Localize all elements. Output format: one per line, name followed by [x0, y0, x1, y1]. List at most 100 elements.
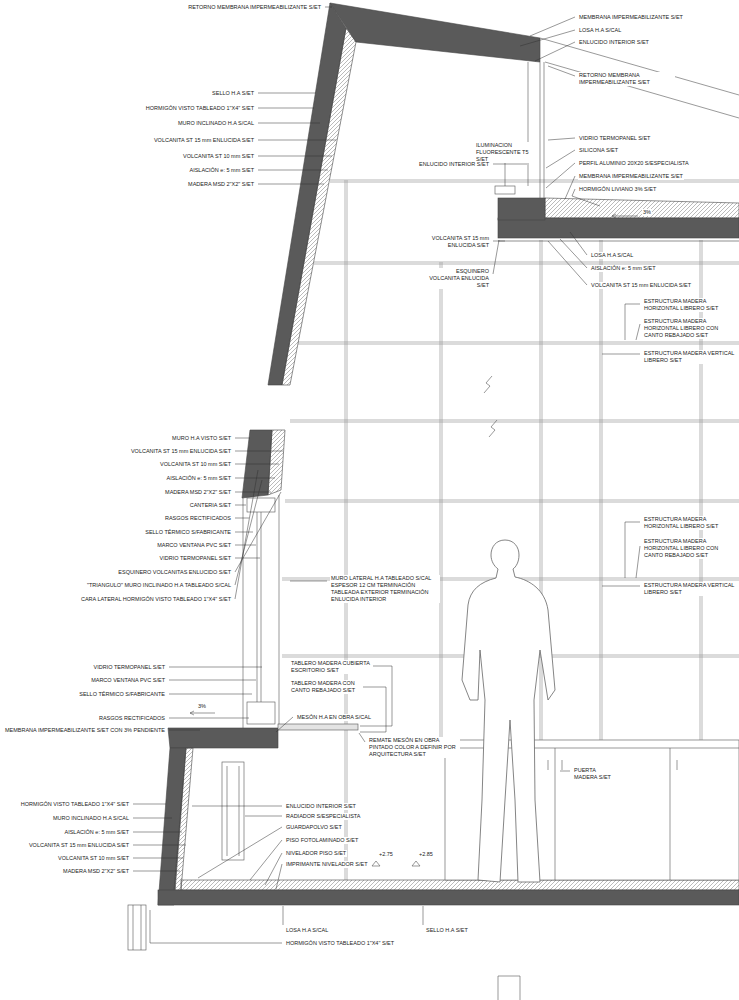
- callout-label: MURO INCLINADO H.A S/CAL: [52, 815, 130, 822]
- callout-label: MADERA MSD 2"X2" S/ET: [62, 868, 130, 875]
- step-outline: [498, 976, 520, 1000]
- lamp: [495, 186, 515, 194]
- light-concrete: [545, 198, 739, 218]
- callout-label: MADERA MSD 2"X2" S/ET: [187, 181, 255, 188]
- shelf-grid: [282, 180, 739, 880]
- callout-label: MURO INCLINADO H.A S/CAL: [177, 120, 255, 127]
- callout-label: ESTRUCTURA MADERA HORIZONTAL LIBRERO CON…: [643, 318, 737, 339]
- callout-label: MURO LATERAL H.A TABLEADO S/CAL ESPESOR …: [330, 575, 440, 603]
- callout-label: RETORNO MEMBRANA IMPERMEABILIZANTE S/ET: [187, 4, 322, 11]
- callout-label: MEMBRANA IMPERMEABILIZANTE S/ET: [578, 173, 684, 180]
- callout-label: MARCO VENTANA PVC S/ET: [156, 542, 232, 549]
- details: [128, 38, 739, 1000]
- callout-label: VOLCANITA ST 10 mm S/ET: [182, 153, 255, 160]
- callout-label: SELLO TÉRMICO S/FABRICANTE: [144, 529, 232, 536]
- window-jamb: [243, 495, 279, 728]
- callout-label: VOLCANITA ST 15 mm ENLUCIDA S/ET: [130, 448, 232, 455]
- callout-label: 3%: [642, 209, 652, 216]
- callout-label: VOLCANITA ST 10 mm S/ET: [57, 855, 130, 862]
- callout-label: RETORNO MEMBRANA IMPERMEABILIZANTE S/ET: [578, 72, 675, 86]
- floor-slab: [158, 890, 739, 905]
- callout-label: MADERA MSD 2"X2" S/ET: [164, 489, 232, 496]
- slab-finish: [498, 241, 739, 242]
- callout-label: PISO FOTOLAMINADO S/ET: [285, 837, 359, 844]
- callout-label: LOSA H.A S/CAL: [590, 252, 634, 259]
- callout-label: HORMIGÓN LIVIANO 3% S/ET: [578, 186, 657, 193]
- callout-label: LOSA H.A S/CAL: [578, 27, 622, 34]
- radiator: [222, 762, 244, 860]
- callout-label: ESQUINERO VOLCANITA ENLUCIDA S/ET: [426, 268, 490, 289]
- callout-label: +2.75: [378, 851, 394, 858]
- skylight-line: [540, 38, 739, 118]
- callout-label: SILICONA S/ET: [578, 147, 619, 154]
- callout-label: PUERTA MADERA S/ET: [573, 767, 615, 781]
- callout-label: ILUMINACION FLUORESCENTE T5 S/ET: [475, 142, 532, 163]
- insulation-layer: [174, 748, 193, 890]
- callout-label: ESTRUCTURA MADERA HORIZONTAL LIBRERO S/E…: [643, 516, 737, 530]
- callout-label: RASGOS RECTIFICADOS: [164, 515, 232, 522]
- level-mark: [372, 861, 420, 866]
- window-frame: [128, 905, 146, 950]
- callout-label: REMATE MESÓN EN OBRA PINTADO COLOR A DEF…: [368, 737, 460, 758]
- callout-label: VIDRIO TERMOPANEL S/ET: [93, 664, 166, 671]
- upper-slab: [498, 198, 545, 220]
- insulation-layer: [282, 28, 356, 385]
- callout-label: MESÓN H.A EN OBRA S/CAL: [296, 714, 372, 721]
- callout-label: SELLO H.A S/ET: [425, 927, 469, 934]
- callout-label: TABLERO MADERA CON CANTO REBAJADO S/ET: [290, 680, 362, 694]
- callout-label: VOLCANITA ST 15 mm ENLUCIDA S/ET: [428, 235, 490, 249]
- callout-label: GUARDAPOLVO S/ET: [285, 824, 343, 831]
- callout-label: AISLACIÓN e: 5 mm S/ET: [166, 475, 233, 482]
- radiator-fin: [227, 766, 239, 856]
- callout-label: SELLO TÉRMICO S/FABRICANTE: [78, 691, 166, 698]
- callout-label: RADIADOR S/ESPECIALISTA: [285, 813, 361, 820]
- callout-label: LOSA H.A S/CAL: [285, 927, 329, 934]
- callout-label: MEMBRANA IMPERMEABILIZANTE S/ET CON 3% P…: [4, 727, 166, 734]
- callout-label: VOLCANITA ST 15 mm ENLUCIDA S/ET: [153, 137, 255, 144]
- window-frame: [247, 702, 275, 724]
- lamp-rod: [528, 62, 529, 186]
- callout-label: MEMBRANA IMPERMEABILIZANTE S/ET: [578, 14, 684, 21]
- callout-label: VOLCANITA ST 10 mm S/ET: [159, 461, 232, 468]
- callout-label: VOLCANITA ST 15 mm ENLUCIDA S/ET: [590, 282, 692, 289]
- window-glass: [133, 905, 141, 950]
- callout-label: IMPRIMANTE NIVELADOR S/ET: [285, 861, 369, 868]
- callout-label: VOLCANITA ST 15 mm ENLUCIDA S/ET: [28, 842, 130, 849]
- callout-label: PERFIL ALUMINIO 20X20 S/ESPECIALISTA: [578, 160, 690, 167]
- upper-slab: [498, 218, 739, 238]
- callout-label: +2.85: [418, 851, 434, 858]
- callout-label: TABLERO MADERA CUBIERTA ESCRITORIO S/ET: [290, 660, 372, 674]
- callout-label: AISLACIÓN e: 5 mm S/ET: [64, 829, 131, 836]
- floor-layer: [181, 880, 739, 890]
- callout-label: ESQUINERO VOLCANITAS ENLUCIDO S/ET: [117, 569, 232, 576]
- insulation-layer: [268, 430, 285, 495]
- desk-slab: [168, 728, 278, 748]
- callout-label: ESTRUCTURA MADERA VERTICAL LIBRERO S/ET: [643, 582, 737, 596]
- leader-lines: [133, 7, 640, 943]
- callout-label: HORMIGÓN VISTO TABLEADO 1"X4" S/ET: [145, 105, 255, 112]
- human-figure: [462, 540, 555, 882]
- callout-label: NIVELADOR PISO S/ET: [285, 850, 347, 857]
- callout-label: SELLO H.A S/ET: [211, 90, 255, 97]
- callout-label: AISLACIÓN e: 5 mm S/ET: [590, 265, 657, 272]
- slope-arrow: [190, 214, 638, 715]
- desk-board: [278, 724, 358, 730]
- callout-label: ENLUCIDO INTERIOR S/ET: [418, 161, 490, 168]
- callout-label: VIDRIO TERMOPANEL S/ET: [578, 135, 651, 142]
- callout-label: "TRIANGULO" MURO INCLINADO H.A TABLEADO …: [86, 582, 232, 589]
- callout-label: VIDRIO TERMOPANEL S/ET: [159, 555, 232, 562]
- callout-label: ESTRUCTURA MADERA HORIZONTAL LIBRERO CON…: [643, 538, 737, 559]
- callout-label: CARA LATERAL HORMIGÓN VISTO TABLEADO 1"X…: [80, 596, 232, 603]
- roof-slab: [330, 3, 540, 62]
- callout-label: 3%: [197, 703, 207, 710]
- callout-label: MURO H.A VISTO S/ET: [171, 435, 232, 442]
- break-mark: [484, 376, 497, 437]
- callout-label: ESTRUCTURA MADERA VERTICAL LIBRERO S/ET: [643, 350, 737, 364]
- callout-label: AISLACIÓN e: 5 mm S/ET: [189, 167, 256, 174]
- skylight-glass: [540, 62, 544, 198]
- window-glass: [257, 512, 261, 702]
- callout-label: HORMIGÓN VISTO TABLEADO 1"X4" S/ET: [20, 801, 130, 808]
- callout-label: RASGOS RECTIFICADOS: [98, 715, 166, 722]
